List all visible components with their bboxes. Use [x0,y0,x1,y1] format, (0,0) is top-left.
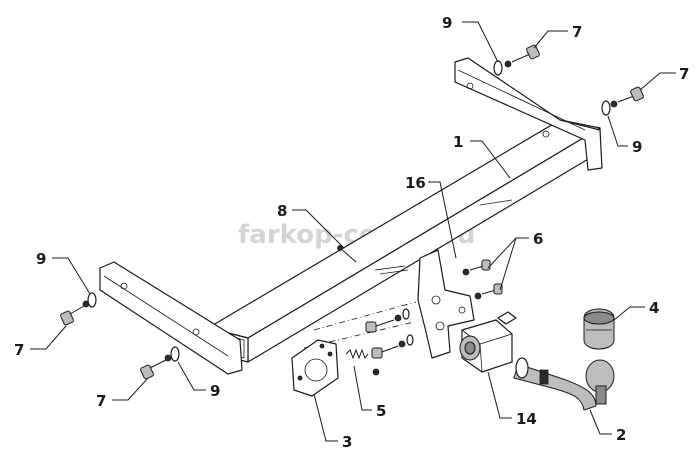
callout-labels: 9 7 7 9 1 16 8 6 9 7 7 9 4 3 5 14 2 [14,14,689,451]
callout-7-right: 7 [679,65,689,83]
callout-6: 6 [533,230,543,248]
callout-8: 8 [277,202,287,220]
tow-ball-cap [583,308,615,350]
callout-5: 5 [376,402,386,420]
callout-7-top: 7 [572,23,582,41]
callout-7-bottom: 7 [96,392,106,410]
left-bracket [99,261,243,375]
right-bracket [454,57,603,171]
callout-4: 4 [649,299,659,317]
callout-14: 14 [516,410,537,428]
callout-1: 1 [453,133,463,151]
callout-9-bottom: 9 [210,382,220,400]
electrical-socket [459,311,517,373]
bolt-set-left-lower [140,346,180,380]
leader-lines [30,21,676,442]
tow-ball-neck [513,357,615,411]
callout-2: 2 [616,426,626,444]
bolt-set-right-lower [601,86,644,116]
spring-5 [345,348,380,376]
bolt-8 [337,245,357,263]
bolt-set-left-upper [60,292,97,326]
socket-plate [291,339,339,397]
callout-9-left: 9 [36,250,46,268]
callout-16: 16 [405,174,426,192]
callout-9-top: 9 [442,14,452,32]
callout-9-right: 9 [632,138,642,156]
bolts-6 [462,259,503,300]
callout-3: 3 [342,433,352,451]
ball-mount-plate [417,249,475,359]
bolt-set-right-upper [493,44,540,76]
callout-7-left: 7 [14,341,24,359]
